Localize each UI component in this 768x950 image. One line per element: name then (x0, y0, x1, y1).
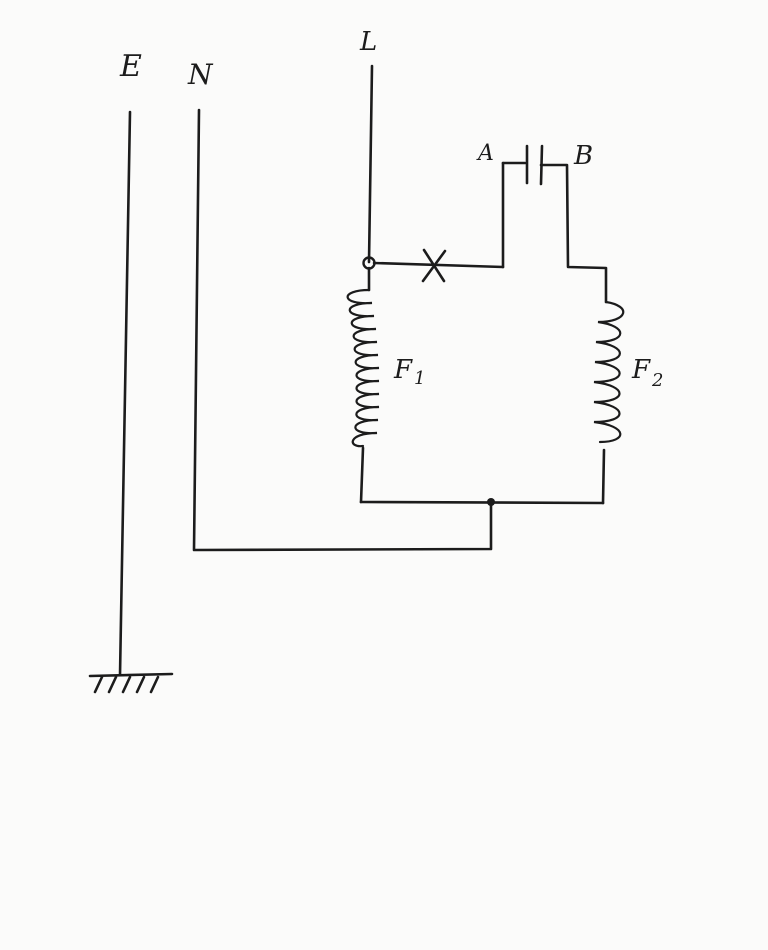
terminal-b-label: B (573, 141, 593, 171)
neutral-wire (192, 108, 493, 552)
ground-symbol-icon (88, 672, 174, 694)
coil-f2-label: F (631, 355, 651, 385)
coil-f1-index: 1 (414, 368, 425, 389)
coil-f2-icon (593, 300, 625, 444)
wire-from-terminal-b (539, 163, 608, 304)
coil-f1-icon (346, 288, 380, 448)
fault-cross-icon (421, 248, 447, 283)
live-label: L (359, 27, 377, 57)
coil-f2-index: 2 (651, 370, 663, 391)
neutral-label: N (187, 58, 214, 91)
coil-f1-bottom-lead (359, 446, 365, 504)
common-return-wire (359, 500, 605, 505)
earth-label: E (119, 49, 142, 84)
neutral-junction-node (487, 498, 495, 506)
coil-f1-label: F (393, 355, 413, 385)
wire-to-terminal-a (372, 261, 505, 269)
terminal-a-label: A (476, 141, 494, 166)
earth-wire (118, 110, 132, 677)
live-wire (367, 64, 374, 264)
coil-f2-bottom-lead (601, 448, 606, 505)
